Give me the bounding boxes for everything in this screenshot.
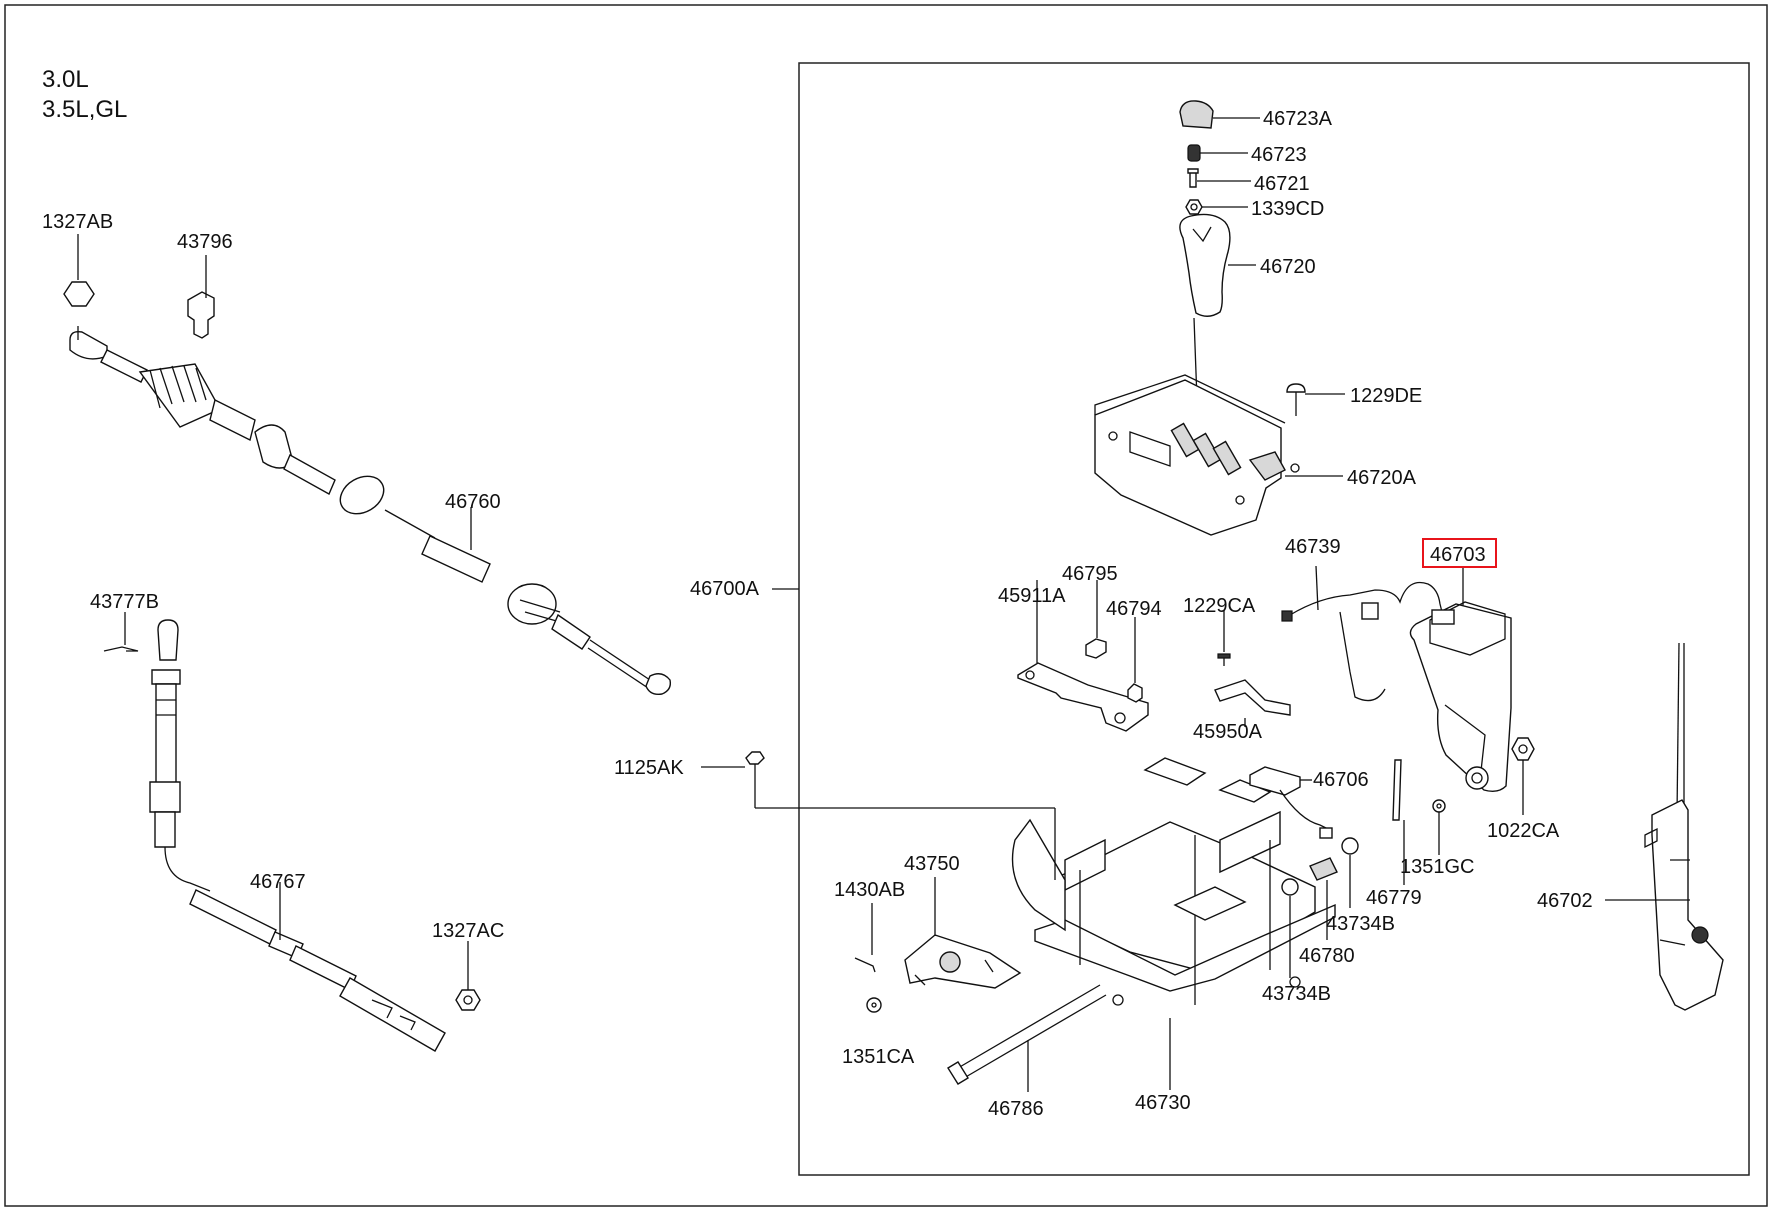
wiring-46739 (1281, 565, 1455, 702)
bushing-46780 (1309, 857, 1338, 940)
label-46706: 46706 (1313, 769, 1369, 791)
bushing-43734B-a (1341, 837, 1359, 908)
clip-46706 (1249, 766, 1333, 839)
label-46720: 46720 (1260, 256, 1316, 278)
knob-button-46723A (1179, 100, 1260, 129)
label-46720A: 46720A (1347, 467, 1417, 489)
knob-pin-46721 (1187, 168, 1251, 188)
pin-43777B (103, 612, 139, 652)
rod-46779 (1392, 759, 1405, 885)
lever-assembly-46702 (1605, 642, 1724, 1011)
screw-1229DE (1286, 383, 1345, 416)
highlight-box-46703 (1422, 538, 1497, 568)
nut-1022CA (1511, 737, 1535, 815)
label-46795: 46795 (1062, 563, 1118, 585)
nut-1339CD (1185, 199, 1248, 215)
detent-bracket-43750 (904, 877, 1022, 989)
bracket-46703 (1409, 538, 1512, 793)
clip-46795 (1085, 580, 1107, 659)
outer-frame (4, 4, 1768, 1207)
indicator-housing-46720A (1094, 374, 1343, 536)
washer-1351GC (1432, 799, 1446, 855)
label-1125AK: 1125AK (614, 757, 684, 779)
label-46723: 46723 (1251, 144, 1307, 166)
label-43796: 43796 (177, 231, 233, 253)
label-46723A: 46723A (1263, 108, 1333, 130)
label-46730: 46730 (1135, 1092, 1191, 1114)
label-1339CD: 1339CD (1251, 198, 1324, 220)
pin-1430AB (854, 903, 876, 973)
label-1327AC: 1327AC (432, 920, 504, 942)
washer-1351CA (866, 997, 882, 1013)
clip-43796 (187, 255, 215, 339)
screw-1229CA (1217, 610, 1231, 666)
cable-46760 (69, 326, 672, 696)
label-46760: 46760 (445, 491, 501, 513)
label-46702: 46702 (1537, 890, 1593, 912)
base-bracket-46730 (1011, 757, 1336, 1090)
label-1022CA: 1022CA (1487, 820, 1560, 842)
cable-46767 (149, 619, 446, 1052)
label-46703: 46703 (1430, 544, 1486, 566)
label-43777B: 43777B (90, 591, 159, 613)
label-46786: 46786 (988, 1098, 1044, 1120)
label-46721: 46721 (1254, 173, 1310, 195)
label-1229CA: 1229CA (1183, 595, 1256, 617)
nut-1327AB (63, 234, 95, 307)
bracket-45950A (1214, 679, 1291, 727)
label-1229DE: 1229DE (1350, 385, 1422, 407)
bracket-45911A (1017, 580, 1149, 732)
label-46780: 46780 (1299, 945, 1355, 967)
label-1430AB: 1430AB (834, 879, 905, 901)
label-46779: 46779 (1366, 887, 1422, 909)
label-1351CA: 1351CA (842, 1046, 915, 1068)
bushing-43734B-b (1281, 878, 1299, 978)
label-43734B-b: 43734B (1262, 983, 1331, 1005)
label-46739: 46739 (1285, 536, 1341, 558)
shift-knob-46720 (1179, 213, 1256, 401)
label-46767: 46767 (250, 871, 306, 893)
nut-1327AC (455, 941, 481, 1011)
variant-label-1: 3.0L (42, 66, 89, 93)
label-43734B-a: 43734B (1326, 913, 1395, 935)
label-46700A: 46700A (690, 578, 760, 600)
label-1351GC: 1351GC (1400, 856, 1475, 878)
assembly-box (798, 62, 1750, 1176)
knob-spring-46723 (1187, 144, 1248, 162)
variant-label-2: 3.5L,GL (42, 96, 127, 123)
bolt-46786 (947, 984, 1107, 1092)
clip-46794 (1127, 617, 1143, 703)
label-1327AB: 1327AB (42, 211, 113, 233)
screw-1125AK (701, 751, 1056, 880)
label-43750: 43750 (904, 853, 960, 875)
label-45911A: 45911A (998, 585, 1066, 607)
label-46794: 46794 (1106, 598, 1162, 620)
label-45950A: 45950A (1193, 721, 1263, 743)
